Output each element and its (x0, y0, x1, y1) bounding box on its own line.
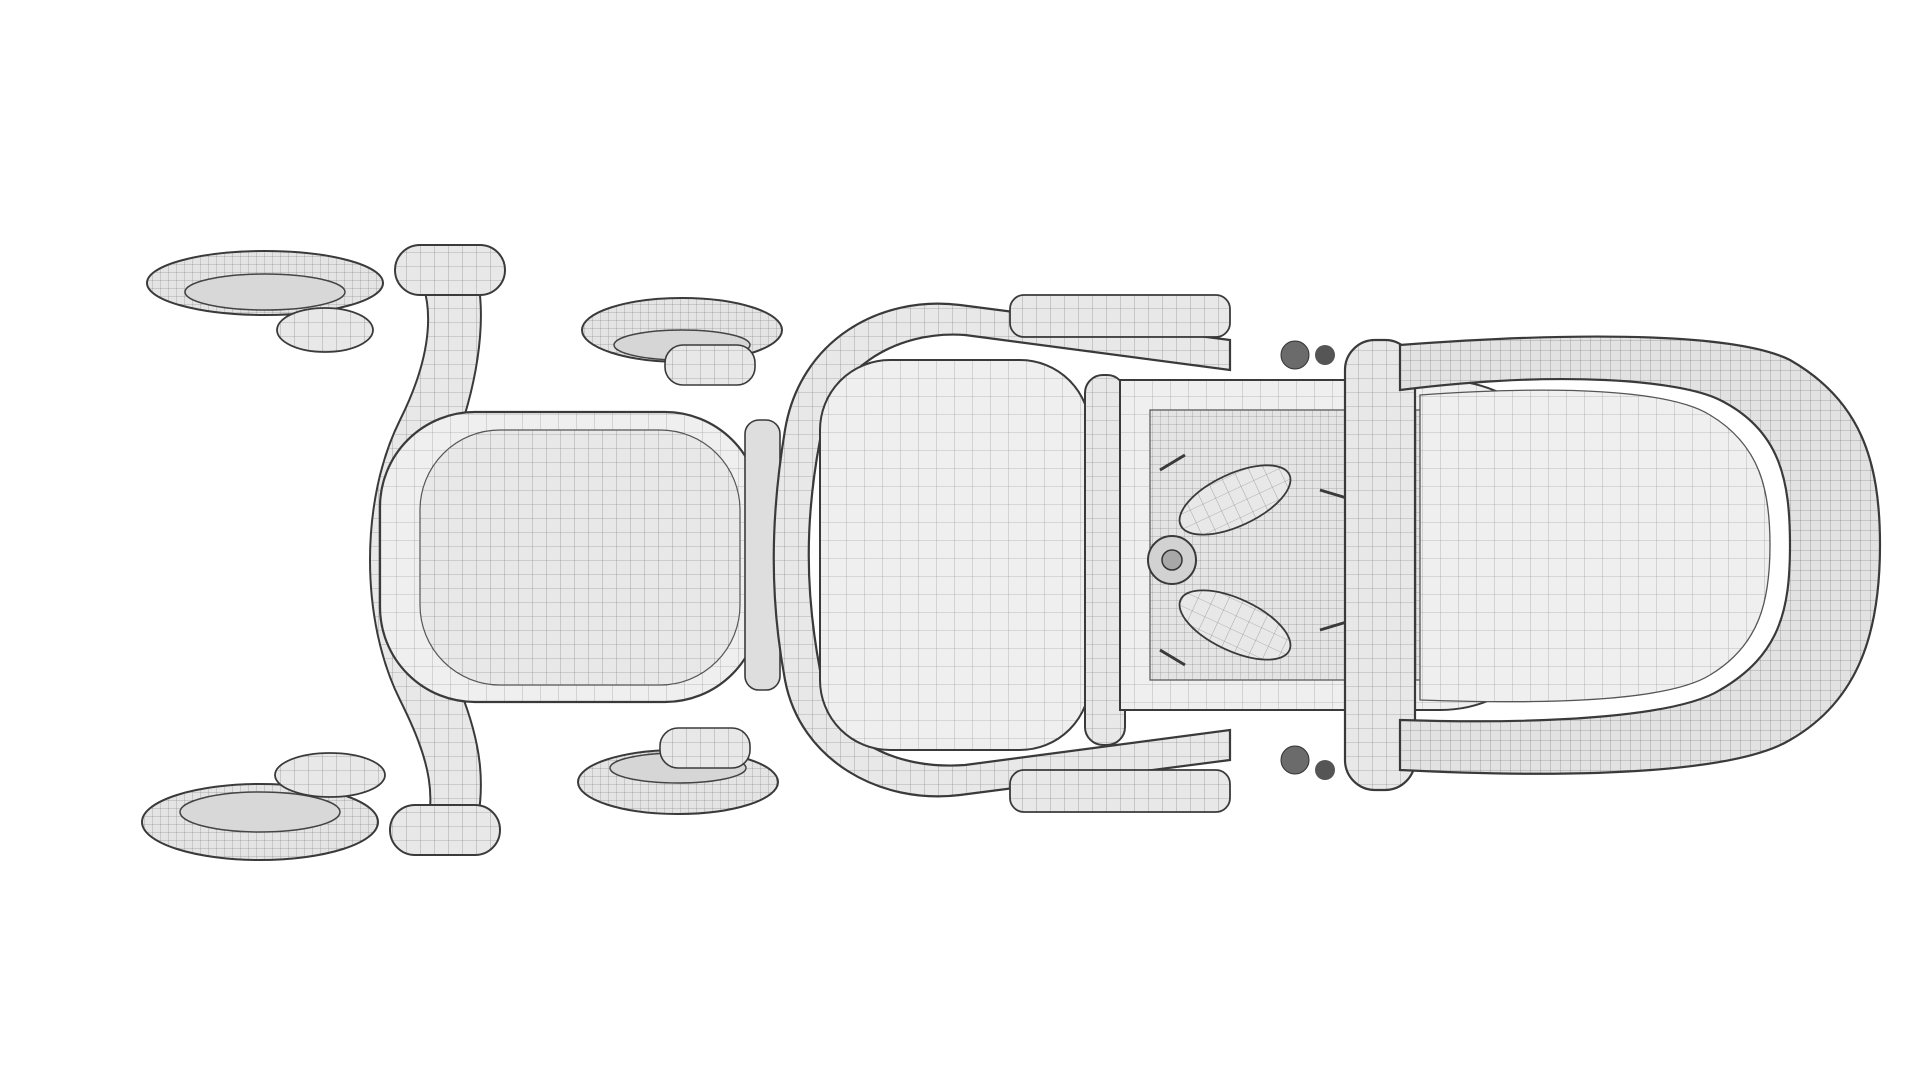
handlebar (1315, 338, 1417, 792)
side-frame-bottom (1009, 745, 1310, 813)
front-wheel-top (581, 297, 783, 386)
rear-wheel-bottom (141, 752, 386, 861)
rear-wheel-top (146, 250, 384, 353)
harness (1147, 453, 1371, 667)
side-frame-top (1009, 294, 1310, 370)
front-wheel-bottom (577, 727, 779, 815)
canopy-hood (1398, 335, 1882, 775)
footrest-pad (378, 410, 781, 704)
seat-shell (819, 359, 1126, 751)
